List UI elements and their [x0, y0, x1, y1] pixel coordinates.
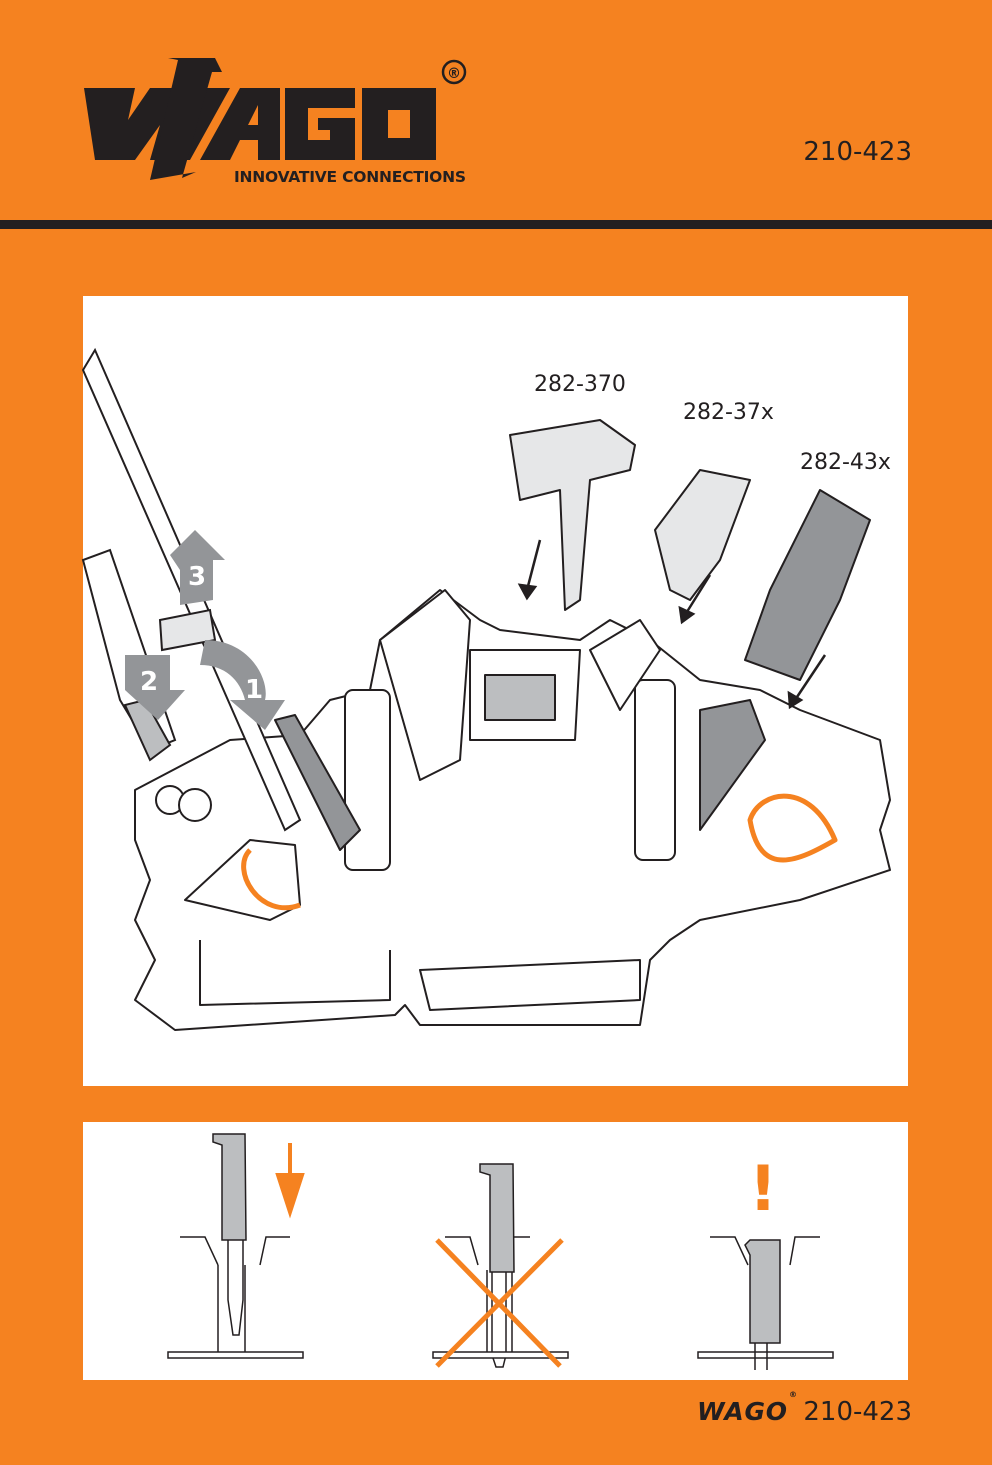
pin-legs [754, 1343, 768, 1370]
guide-correct [167, 1133, 304, 1359]
arrow-down-icon [517, 583, 538, 601]
logo-arrow-icon [150, 58, 222, 180]
article-number: 210-423 [803, 137, 912, 167]
screw-hole [178, 788, 212, 822]
din-rail-foot-right [419, 959, 641, 1011]
base-plate [432, 1351, 569, 1359]
socket-walls [217, 1265, 246, 1352]
base-plate [697, 1351, 834, 1359]
test-plug [212, 1133, 247, 1241]
insert-arrow-line [525, 539, 542, 591]
installed-jumper [589, 619, 661, 711]
insert-arrow-line [793, 654, 827, 701]
socket-edge [180, 1236, 290, 1266]
part-282-37x-jumper [654, 469, 751, 601]
socket-walls [486, 1270, 513, 1352]
terminal-divider [379, 589, 471, 781]
warning-mark: ! [749, 1152, 777, 1225]
step-number-3: 3 [188, 562, 206, 592]
pin [491, 1272, 507, 1368]
step-number-1: 1 [245, 675, 263, 705]
part-label-282-43x: 282-43x [800, 450, 891, 475]
base-plate [167, 1351, 304, 1359]
registered-mark-circle [441, 59, 467, 85]
logo-o-shape [362, 88, 436, 160]
terminal-block-illustration [134, 589, 891, 1031]
guide-wrong [432, 1163, 569, 1368]
step-arrow-1: 1 [200, 640, 285, 730]
logo-a-shape [200, 88, 280, 160]
cage-clamp-left [184, 839, 301, 921]
gray-lever [274, 714, 361, 851]
terminal-housing [134, 589, 891, 1031]
fuse-cartridge-right [634, 679, 676, 861]
step-number-2: 2 [140, 667, 158, 697]
step-arrow-2: 2 [125, 655, 185, 720]
bridge-window [484, 674, 556, 721]
pin [227, 1240, 244, 1336]
part-282-370-bridge [509, 419, 636, 611]
gray-plug [699, 699, 766, 831]
arrow-down-icon [678, 605, 696, 625]
arrow-down-icon [787, 690, 804, 710]
registered-mark: ® [447, 66, 461, 82]
clamp-spring-right [747, 793, 838, 863]
insert-arrow-line [683, 574, 712, 616]
curved-arrow-icon [200, 640, 285, 730]
din-rail-foot-left [199, 940, 391, 1006]
guide-caution [697, 1236, 834, 1370]
footer-article-number: 210-423 [803, 1397, 912, 1427]
step-arrow-3: 3 [170, 530, 225, 605]
arrow-down-icon [125, 655, 185, 720]
fuse-cartridge-left [344, 689, 391, 871]
arrow-up-icon [170, 530, 225, 605]
part-282-43x-connector [744, 489, 871, 681]
test-plug [479, 1163, 515, 1273]
clamp-spring-left [241, 848, 301, 911]
logo-g-shape [285, 88, 355, 160]
footer-registered-mark: ® [789, 1390, 797, 1399]
footer-logo: WAGO [697, 1397, 787, 1426]
wago-logo: ® INNOVATIVE CONNECTIONS [84, 58, 467, 186]
screwdriver-ring [158, 608, 217, 652]
part-label-282-37x: 282-37x [683, 400, 774, 425]
part-label-282-370: 282-370 [534, 372, 626, 397]
cross-icon [435, 1238, 564, 1368]
logo-tagline: INNOVATIVE CONNECTIONS [234, 168, 466, 186]
test-plug [744, 1239, 781, 1344]
socket-edge [710, 1236, 820, 1266]
header-divider [0, 220, 992, 229]
arrow-down-icon [275, 1143, 305, 1219]
